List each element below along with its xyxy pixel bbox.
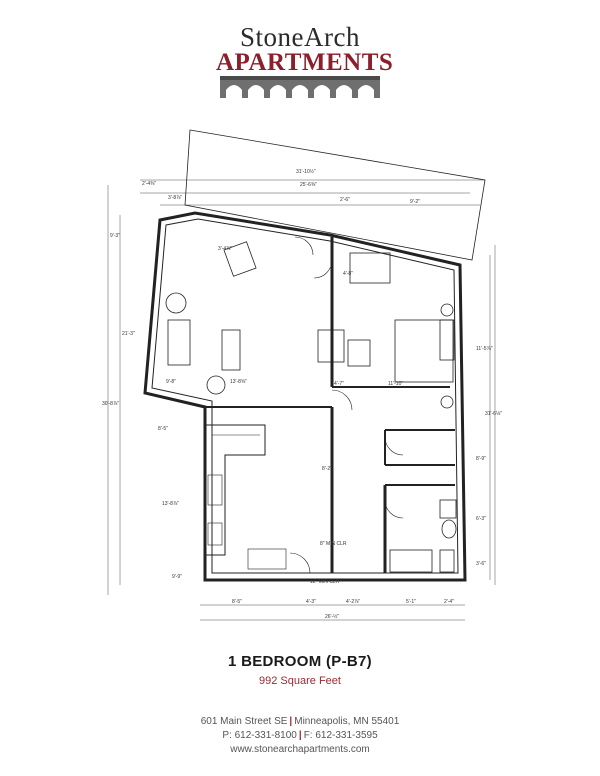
logo-wordmark-top: StoneArch	[240, 22, 360, 52]
dim-label: 8'-2"	[322, 466, 332, 472]
unit-title: 1 BEDROOM (P-B7)	[228, 653, 372, 670]
dim-label: 9'-3"	[110, 233, 120, 239]
closet-label: 8" MIN CLR	[320, 541, 347, 547]
dim-label: 5'-1"	[406, 599, 416, 605]
separator: |	[289, 716, 293, 727]
dim-label: 13'-8⅞"	[162, 501, 179, 507]
contact-line: P: 612-331-8100|F: 612-331-3595	[0, 730, 600, 741]
dim-label: 30'-8⅞"	[102, 401, 119, 407]
dim-label: 2'-4"	[444, 599, 454, 605]
dim-label: 3'-6"	[476, 561, 486, 567]
dim-label: 26'-½"	[325, 613, 339, 620]
closet-label: 12" MIN CLR	[310, 579, 340, 585]
website-link[interactable]: www.stonearchapartments.com	[230, 744, 370, 755]
dim-label: 25'-6⅜"	[300, 182, 317, 188]
dim-label: 4'-8"	[343, 271, 353, 277]
dim-label: 11'-5⅞"	[476, 346, 493, 352]
dim-label: 6'-3"	[476, 516, 486, 522]
dim-label: 4'-7"	[334, 381, 344, 387]
dim-label: 2'-6"	[340, 197, 350, 203]
dim-label: 8'-5"	[158, 426, 168, 432]
dim-label: 8'-9"	[476, 456, 486, 462]
dim-label: 9'-8"	[166, 379, 176, 385]
dim-label: 4'-2⅞"	[346, 599, 360, 605]
phone-number[interactable]: P: 612-331-8100	[222, 730, 297, 741]
floor-plan: 31'-10½" 25'-6⅜" 2'-4⅜" 3'-8⅞" 2'-6" 9'-…	[102, 129, 502, 621]
separator: |	[298, 730, 302, 741]
dim-label: 3'-4⅞"	[218, 246, 232, 252]
city-address: Minneapolis, MN 55401	[294, 716, 400, 727]
dim-label: 11'-10"	[388, 381, 403, 387]
logo-wordmark-bottom: Apartments	[216, 49, 394, 76]
dim-label: 8'-5"	[232, 599, 242, 605]
dim-label: 2'-4⅜"	[142, 181, 156, 187]
dim-label: 9'-9"	[172, 574, 182, 580]
dim-label: 21'-3"	[122, 331, 135, 337]
dim-label: 3'-8⅞"	[168, 195, 182, 201]
dim-label: 31'-6⅛"	[485, 411, 502, 417]
stonearch-logo: StoneArch Apartments	[216, 22, 394, 100]
dim-label: 4'-3"	[306, 599, 316, 605]
fax-number: F: 612-331-3595	[303, 730, 378, 741]
address-line: 601 Main Street SE|Minneapolis, MN 55401	[0, 716, 600, 727]
unit-square-feet: 992 Square Feet	[259, 675, 341, 687]
street-address: 601 Main Street SE	[200, 716, 288, 727]
dim-label: 9'-2"	[410, 199, 420, 205]
dim-label: 13'-8⅝"	[230, 379, 247, 385]
dim-label: 31'-10½"	[296, 168, 316, 175]
stone-arch-bridge-icon	[220, 76, 380, 98]
